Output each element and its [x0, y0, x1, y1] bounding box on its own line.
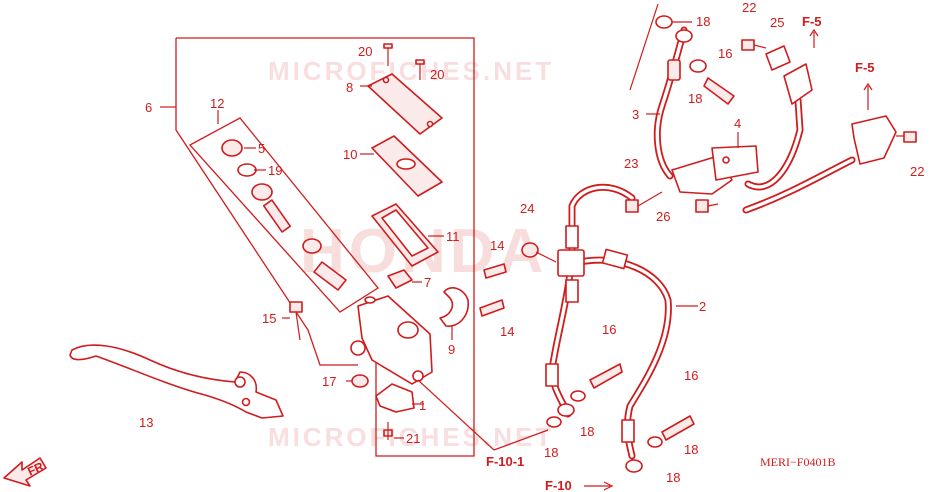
callout-7: 7 [424, 275, 431, 290]
callout-14b: 14 [500, 324, 514, 339]
callout-22a: 22 [742, 0, 756, 15]
callout-2: 2 [699, 299, 706, 314]
switch-screw [383, 422, 393, 440]
callout-16b: 16 [602, 322, 616, 337]
callout-18d: 18 [580, 424, 594, 439]
main-brake-pipe [545, 183, 672, 460]
diaphragm [371, 203, 439, 267]
callout-18b: 18 [688, 91, 702, 106]
direction-label: FR. [25, 458, 48, 479]
callout-3: 3 [632, 107, 639, 122]
callout-23: 23 [624, 156, 638, 171]
callout-21: 21 [406, 431, 420, 446]
callout-18c: 18 [544, 445, 558, 460]
brake-switch [375, 383, 415, 413]
callout-16a: 16 [718, 46, 732, 61]
ref-f5-top[interactable]: F-5 [802, 14, 822, 29]
bolts [479, 39, 917, 441]
three-way-joint [671, 145, 759, 195]
callout-5: 5 [258, 141, 265, 156]
arrow-f5b [863, 82, 873, 110]
arrow-f5a [809, 28, 819, 48]
callout-8: 8 [346, 80, 353, 95]
callout-15: 15 [262, 311, 276, 326]
pivot-bolt [289, 301, 303, 341]
callout-18f: 18 [666, 470, 680, 485]
watermark-bottom: MICROFICHES.NET [268, 422, 554, 452]
callout-14a: 14 [490, 238, 504, 253]
holder-clamp [439, 287, 469, 327]
assembly-frame-left [175, 38, 358, 366]
ref-f5-right[interactable]: F-5 [855, 60, 875, 75]
right-brake-hose [742, 63, 897, 214]
callout-18a: 18 [696, 14, 710, 29]
ref-f10[interactable]: F-10 [545, 478, 572, 492]
nut [351, 374, 369, 388]
callout-17: 17 [322, 374, 336, 389]
hose-clip [765, 45, 791, 71]
callout-26: 26 [656, 209, 670, 224]
diaphragm-plate [371, 135, 443, 197]
callout-4: 4 [734, 116, 741, 131]
piston-kit [221, 139, 347, 291]
front-direction-arrow: FR. [3, 457, 49, 487]
reservoir-cap [367, 73, 443, 135]
master-cylinder-body [350, 295, 433, 385]
callout-13: 13 [139, 415, 153, 430]
callout-25: 25 [770, 15, 784, 30]
watermark-top: MICROFICHES.NET [268, 56, 554, 86]
screw [383, 43, 425, 80]
callout-16c: 16 [684, 368, 698, 383]
callout-9: 9 [448, 342, 455, 357]
diagram-code: MERI−F0401B [760, 455, 835, 469]
sealing-washers [546, 15, 707, 473]
kit-frame [188, 117, 379, 313]
callout-6: 6 [145, 100, 152, 115]
callout-20a: 20 [358, 44, 372, 59]
callout-20b: 20 [430, 67, 444, 82]
upper-brake-hose [653, 26, 693, 180]
callout-1: 1 [419, 398, 426, 413]
callout-24: 24 [520, 201, 534, 216]
callout-22b: 22 [910, 164, 924, 179]
brake-lever [69, 344, 284, 419]
clip [387, 269, 413, 289]
ref-f10-1[interactable]: F-10-1 [486, 454, 524, 469]
callout-18e: 18 [684, 442, 698, 457]
callout-11: 11 [446, 229, 460, 244]
arrow-f10 [584, 481, 614, 491]
callout-19: 19 [268, 163, 282, 178]
assembly-frame [176, 37, 475, 457]
callout-12: 12 [210, 96, 224, 111]
callout-10: 10 [343, 147, 357, 162]
